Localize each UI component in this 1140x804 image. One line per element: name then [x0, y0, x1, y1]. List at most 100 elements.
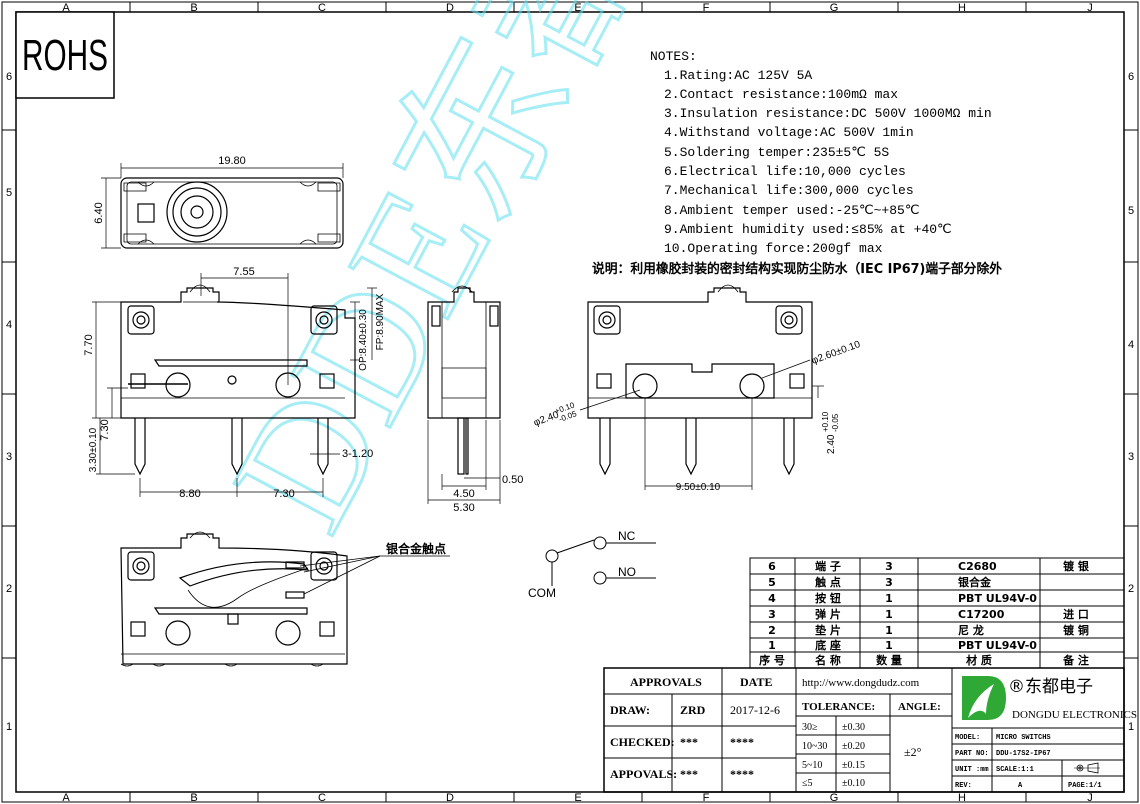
angle-value: ±2°	[904, 745, 922, 759]
scale-label: SCALE:1:1	[996, 766, 1034, 774]
grid-row-right-4: 4	[1128, 339, 1134, 351]
grid-row-left-3: 3	[6, 451, 12, 463]
grid-col-top-J: J	[1087, 2, 1093, 14]
dim-pin1-2: 8.80	[179, 488, 200, 500]
bom-r5-c3: 3	[885, 576, 893, 589]
note-7: 7.Mechanical life:300,000 cycles	[664, 183, 914, 198]
grid-row-left-5: 5	[6, 187, 12, 199]
note-8: 8.Ambient temper used:-25℃~+85℃	[664, 203, 919, 218]
bom-header-qty: 数 量	[876, 653, 902, 667]
dim-hole-pitch: 9.50±0.10	[676, 482, 721, 493]
grid-row-left-1: 1	[6, 721, 12, 733]
dim-pin2-3: 7.30	[273, 488, 294, 500]
bom-r5-c4: 银合金	[958, 575, 992, 589]
company-name-cn: ®东都电子	[1008, 677, 1093, 697]
top-view	[120, 177, 344, 249]
bom-header-material: 材 质	[966, 653, 992, 667]
grid-col-bottom-E: E	[574, 792, 581, 804]
draw-label: DRAW:	[610, 703, 650, 717]
grid-col-top-F: F	[703, 2, 710, 14]
rear-view	[587, 284, 813, 476]
bom-header-no: 序 号	[759, 653, 785, 667]
bom-cells: 6 端 子 3 C2680 镀 银 5 触 点 3 银合金 4 按 钮 1 PB…	[759, 559, 1090, 667]
front-view	[120, 284, 356, 476]
appvals-label: APPOVALS:	[610, 767, 677, 781]
grid-col-bottom-C: C	[318, 792, 326, 804]
bom-r5-c2: 触 点	[814, 575, 841, 589]
bom-r6-c5: 镀 银	[1063, 559, 1090, 573]
note-10: 10.Operating force:200gf max	[664, 241, 883, 256]
bom-r3-c3: 1	[885, 608, 893, 621]
grid-row-right-3: 3	[1128, 451, 1134, 463]
grid-col-bottom-J: J	[1087, 792, 1093, 804]
bom-r2-c5: 镀 铜	[1063, 623, 1089, 637]
company-logo-icon	[962, 676, 1006, 720]
tol-range-2: 10~30	[802, 741, 827, 752]
rev-label: REV:	[955, 782, 972, 790]
notes-remark: 说明：利用橡胶封装的密封结构实现防尘防水（IEC IP67)端子部分除外	[592, 261, 1002, 277]
tol-range-4: ≤5	[802, 778, 813, 789]
tol-value-2: ±0.20	[842, 741, 865, 752]
bom-r4-c3: 1	[885, 592, 893, 605]
grid-col-top-C: C	[318, 2, 326, 14]
schematic-com: COM	[528, 586, 556, 600]
grid-col-top-G: G	[830, 2, 839, 14]
note-5: 5.Soldering temper:235±5℃ 5S	[664, 145, 889, 160]
grid-col-bottom-A: A	[62, 792, 70, 804]
approvals-label: APPROVALS	[630, 675, 702, 689]
schematic-labels: NC NO COM	[528, 529, 636, 600]
dim-hole-h-tol-minus: -0.05	[831, 413, 840, 432]
bom-r6-c1: 6	[768, 560, 776, 573]
bom-r1-c4: PBT UL94V-0	[958, 639, 1037, 652]
title-meta: MODEL: MICRO SWITCHS PART NO: DDU-17S2-I…	[955, 734, 1102, 790]
bom-r2-c4: 尼 龙	[958, 623, 984, 637]
checked-date: ****	[730, 735, 754, 749]
tol-value-4: ±0.10	[842, 778, 865, 789]
bom-r1-c3: 1	[885, 639, 893, 652]
part-value: DDU-17S2-IP67	[996, 750, 1051, 758]
rohs-label: ROHS	[22, 31, 108, 80]
grid-col-top-A: A	[62, 2, 70, 14]
dim-pin-w: 3-1.20	[342, 448, 373, 460]
schematic-nc: NC	[618, 529, 636, 543]
side-view	[427, 285, 501, 475]
dim-top-height: 6.40	[93, 202, 105, 223]
bom-r2-c3: 1	[885, 624, 893, 637]
top-view-dims	[101, 163, 344, 249]
front-view-dim-labels: 7.55 7.70 7.30 3.30±0.10 OP:8.40±0.30 FP…	[83, 266, 386, 500]
tol-value-3: ±0.15	[842, 760, 865, 771]
tolerance-label: TOLERANCE:	[802, 701, 875, 713]
grid-row-right-1: 1	[1128, 721, 1134, 733]
grid-col-bottom-G: G	[830, 792, 839, 804]
rev-value: A	[1018, 782, 1023, 790]
grid-row-left-2: 2	[6, 583, 12, 595]
tol-range-3: 5~10	[802, 760, 822, 771]
note-4: 4.Withstand voltage:AC 500V 1min	[664, 125, 914, 140]
grid-row-left-4: 4	[6, 319, 12, 331]
dim-body-h: 7.70	[83, 334, 95, 355]
front-view-dims	[92, 273, 377, 497]
contact-label: 银合金触点	[386, 541, 446, 556]
tol-value-1: ±0.30	[842, 722, 865, 733]
bom-r3-c5: 进 口	[1063, 607, 1089, 621]
company-name-en: DONGDU ELECTRONICS	[1012, 709, 1137, 721]
bom-r3-c2: 弹 片	[815, 607, 841, 621]
checked-label: CHECKED:	[610, 735, 675, 749]
side-view-dim-labels: 4.50 5.30 0.50	[453, 474, 523, 514]
grid-col-bottom-H: H	[958, 792, 966, 804]
grid-row-right-5: 5	[1128, 205, 1134, 217]
dim-pin-len: 3.30±0.10	[88, 427, 99, 472]
draw-date: 2017-12-6	[730, 703, 780, 717]
note-2: 2.Contact resistance:100mΩ max	[664, 87, 898, 102]
unit-label: UNIT :mm	[955, 766, 989, 774]
dim-actuator-pos: 7.55	[233, 266, 254, 278]
grid-col-bottom-D: D	[446, 792, 454, 804]
bom-r6-c3: 3	[885, 560, 893, 573]
circuit-schematic	[545, 536, 656, 586]
draw-by: ZRD	[680, 703, 706, 717]
dim-side-t: 0.50	[502, 474, 523, 486]
